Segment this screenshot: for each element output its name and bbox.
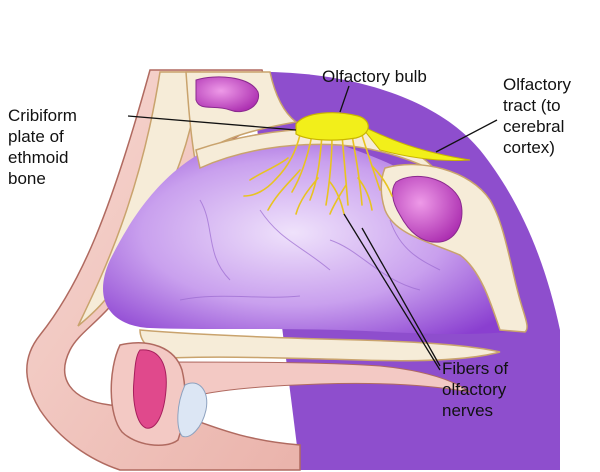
hard-palate — [139, 329, 501, 362]
olfactory-tract-label-line-4: cortex) — [503, 138, 555, 157]
cribriform-label-line-2: plate of — [8, 127, 64, 146]
olfactory-tract-label: Olfactory tract (to cerebral cortex) — [503, 74, 571, 158]
olfactory-bulb-label-line-1: Olfactory bulb — [322, 67, 427, 86]
olfactory-tract-label-line-2: tract (to — [503, 96, 561, 115]
frontal-sinus — [195, 76, 260, 113]
fibers-label-line-3: nerves — [442, 401, 494, 420]
cribriform-label-line-4: bone — [8, 169, 46, 188]
tooth — [177, 382, 208, 438]
fibers-label-line-2: olfactory — [442, 380, 507, 399]
cribriform-label-line-1: Cribiform — [8, 106, 77, 125]
cribriform-plate-label: Cribiform plate of ethmoid bone — [8, 105, 77, 189]
olfactory-bulb-label: Olfactory bulb — [322, 66, 427, 87]
olfactory-tract-label-line-3: cerebral — [503, 117, 565, 136]
leader-lines — [127, 85, 498, 371]
olfactory-tract-label-line-1: Olfactory — [503, 75, 572, 94]
fibers-label-line-1: Fibers of — [442, 359, 509, 378]
sphenoid-sinus — [392, 175, 463, 243]
olfactory-bulb — [295, 112, 369, 141]
cribriform-label-line-3: ethmoid — [8, 148, 69, 167]
lip-muscle — [133, 349, 167, 429]
olfactory-nerve-fibers — [243, 134, 393, 215]
oral-roof — [169, 361, 471, 401]
mucosa-vessels — [179, 199, 441, 301]
nasal-bone — [77, 71, 201, 327]
olfactory-fibers-label: Fibers of olfactory nerves — [442, 358, 508, 421]
olfactory-tract — [359, 124, 471, 161]
